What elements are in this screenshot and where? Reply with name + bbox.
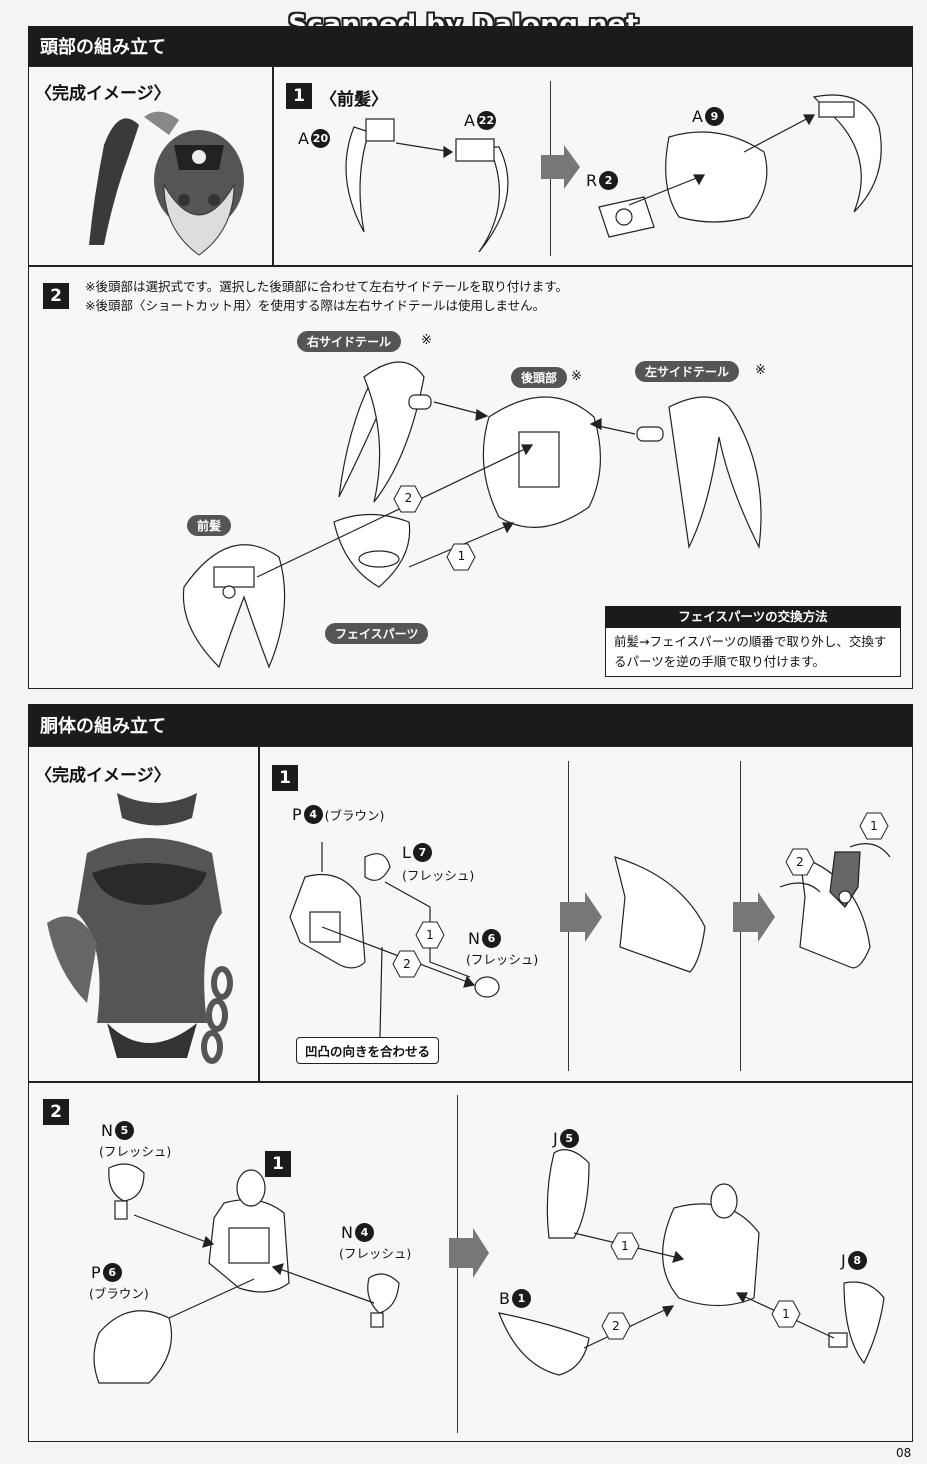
body-finished-image-label: 〈完成イメージ〉 [35,766,171,786]
head-step2-panel: 2 ※後頭部は選択式です。選択した後頭部に合わせて左右サイドテールを取り付けます… [28,266,913,689]
asterisk-mark: ※ [571,369,582,384]
info-box-title: フェイスパーツの交換方法 [605,606,901,628]
part-color: (ブラウン) [89,1286,149,1301]
info-box-body: 前髪→フェイスパーツの順番で取り外し、交換するパーツを逆の手順で取り付けます。 [605,628,901,677]
head-step1-title: 〈前髪〉 [320,90,388,110]
head-finished-image-panel: 〈完成イメージ〉 [28,66,273,266]
body-finished-image-panel: 〈完成イメージ〉 [28,746,259,1082]
order-step: 2 [796,855,804,869]
head-step1-number: 1 [286,83,312,109]
body-step1-number: 1 [272,765,298,791]
body-section-title: 胴体の組み立て [40,716,166,737]
part-color: (フレッシュ) [99,1144,172,1159]
face-parts-label: フェイスパーツ [325,623,429,644]
head-finished-image [89,111,244,256]
body-step1-diagram [289,812,891,1038]
head-step2-note-2: ※後頭部〈ショートカット用〉を使用する際は左右サイドテールは使用しません。 [85,298,546,313]
order-step: 2 [612,1319,620,1333]
part-color: (フレッシュ) [466,952,539,967]
part-color: (フレッシュ) [339,1246,412,1261]
head-section-title-bar: 頭部の組み立て [28,26,913,66]
body-step2-number: 2 [43,1099,69,1125]
asterisk-mark: ※ [421,333,432,348]
head-step2-diagram [182,361,762,669]
asterisk-mark: ※ [755,363,766,378]
order-step: 1 [870,819,878,833]
order-step: 1 [782,1307,790,1321]
body-section-title-bar: 胴体の組み立て [28,704,913,746]
bangs-label: 前髪 [187,515,232,536]
order-step: 2 [403,957,411,971]
ref-step-number: 1 [265,1151,291,1177]
part-color: (フレッシュ) [402,868,475,883]
order-step: 1 [457,549,466,563]
right-side-tail-label: 右サイドテール [297,331,402,352]
head-step1-diagram [345,94,882,253]
order-step: 1 [426,928,434,942]
order-step: 1 [621,1239,629,1253]
head-section-title: 頭部の組み立て [40,37,166,58]
page-number: 08 [896,1446,912,1460]
body-finished-image [47,793,233,1064]
head-step2-number: 2 [43,283,69,309]
alignment-callout: 凹凸の向きを合わせる [296,1037,440,1064]
order-step: 2 [404,491,413,505]
left-side-tail-label: 左サイドテール [635,361,740,382]
head-finished-image-label: 〈完成イメージ〉 [35,84,171,104]
face-parts-info-box: フェイスパーツの交換方法 前髪→フェイスパーツの順番で取り外し、交換するパーツを… [605,606,901,677]
body-step2-diagram [93,1149,885,1384]
head-step2-note-1: ※後頭部は選択式です。選択した後頭部に合わせて左右サイドテールを取り付けます。 [85,279,568,294]
back-head-label: 後頭部 [511,367,568,388]
